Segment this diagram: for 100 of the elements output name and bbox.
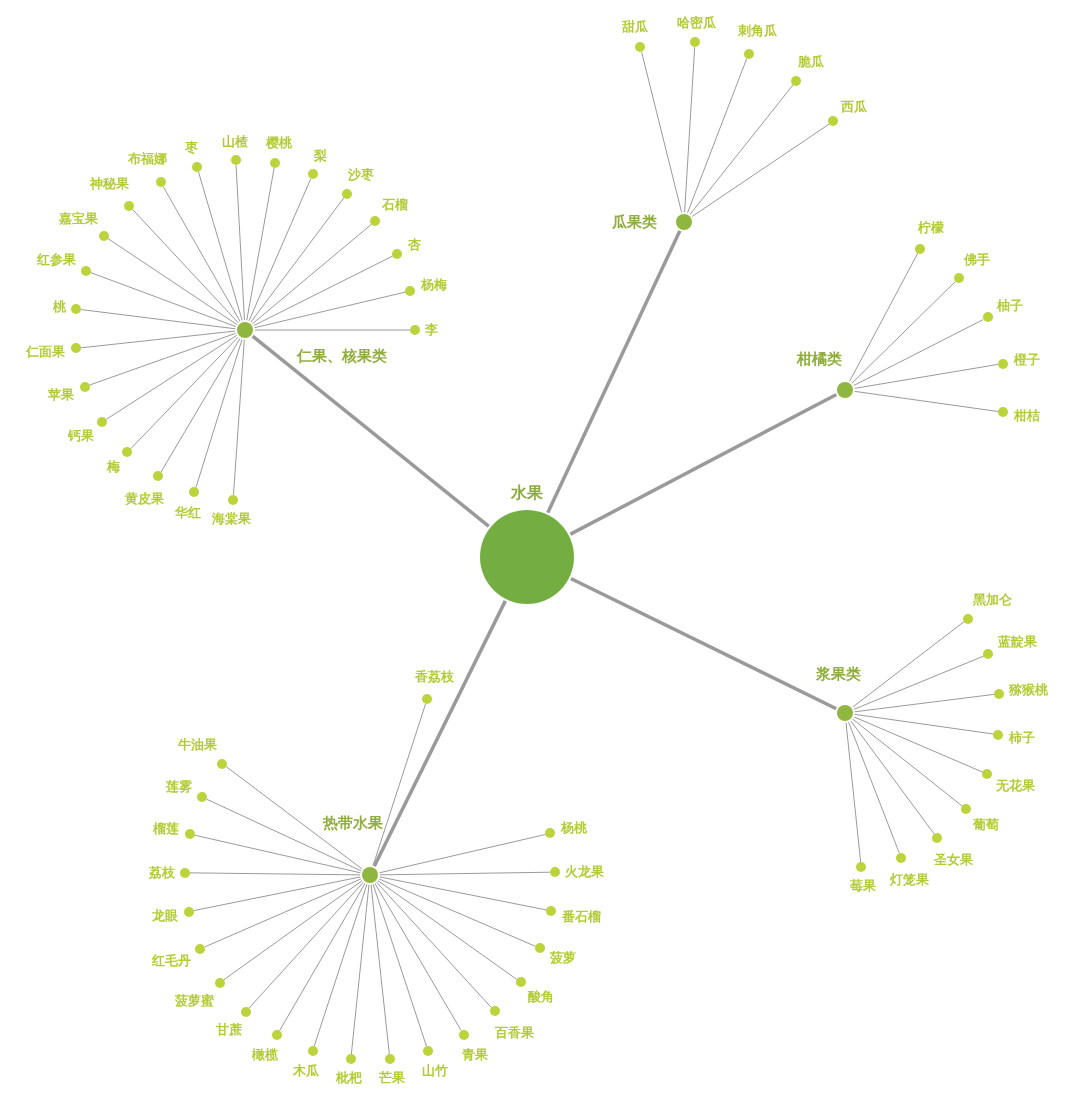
node-label: 葡萄 bbox=[973, 816, 1000, 833]
connector-line bbox=[89, 272, 238, 328]
connector-line bbox=[684, 46, 696, 215]
node-label: 布福娜 bbox=[128, 151, 168, 167]
node-label: 佛手 bbox=[963, 252, 990, 268]
connector-line bbox=[373, 881, 462, 1031]
connector-line bbox=[160, 336, 242, 473]
connector-line bbox=[107, 237, 239, 327]
node-label: 甘蔗 bbox=[216, 1022, 242, 1038]
connector-line bbox=[852, 363, 999, 390]
node-label: 柠檬 bbox=[918, 220, 944, 236]
connector-line bbox=[197, 171, 244, 323]
node-label: 杏 bbox=[407, 237, 421, 253]
node-label: 沙枣 bbox=[348, 166, 375, 183]
connector-line bbox=[377, 876, 548, 911]
connector-line bbox=[690, 123, 830, 219]
connector-line bbox=[279, 881, 367, 1032]
node-label: 菠萝蜜 bbox=[175, 992, 215, 1009]
node-label: 酸角 bbox=[528, 988, 555, 1005]
node-label: 黑加仑 bbox=[972, 592, 1012, 608]
node-label: 杨桃 bbox=[561, 819, 588, 836]
connector-line bbox=[249, 197, 345, 325]
connector-line bbox=[852, 693, 995, 713]
node-label: 芒果 bbox=[378, 1070, 405, 1086]
node-label: 榴莲 bbox=[152, 820, 179, 837]
connector-line bbox=[545, 228, 683, 516]
node-label: 水果 bbox=[511, 483, 543, 503]
node-label: 瓜果类 bbox=[611, 213, 657, 231]
node-label: 莓果 bbox=[850, 878, 877, 894]
connector-line bbox=[852, 713, 994, 735]
connector-line bbox=[245, 167, 275, 323]
connector-line bbox=[377, 871, 551, 876]
connector-line bbox=[641, 51, 683, 215]
node-label: 红参果 bbox=[37, 251, 77, 268]
node-label: 西瓜 bbox=[841, 99, 868, 115]
node-label: 华红 bbox=[175, 504, 202, 521]
node-label: 百香果 bbox=[495, 1024, 535, 1041]
node-label: 柚子 bbox=[997, 297, 1023, 314]
connector-line bbox=[850, 621, 965, 709]
node-label: 梨 bbox=[314, 147, 328, 164]
node-label: 黄皮果 bbox=[125, 491, 165, 507]
node-label: 香荔枝 bbox=[414, 668, 454, 685]
connector-line bbox=[371, 598, 508, 869]
connector-line bbox=[105, 333, 239, 420]
connector-line bbox=[252, 329, 411, 331]
connector-line bbox=[88, 332, 238, 386]
node-label: 甜瓜 bbox=[622, 19, 649, 35]
node-label: 神秘果 bbox=[89, 176, 129, 192]
connector-line bbox=[371, 703, 427, 868]
connector-line bbox=[850, 280, 957, 385]
node-label: 苹果 bbox=[48, 387, 75, 403]
node-label: 牛油果 bbox=[178, 737, 218, 753]
connector-line bbox=[225, 766, 365, 871]
node-label: 莲雾 bbox=[166, 778, 193, 795]
node-label: 海棠果 bbox=[212, 510, 252, 527]
connector-line bbox=[688, 84, 794, 217]
node-label: 龙眼 bbox=[151, 908, 178, 925]
node-label: 灯笼果 bbox=[890, 872, 930, 888]
connector-line bbox=[851, 319, 984, 387]
connector-line bbox=[849, 718, 935, 835]
connector-line bbox=[250, 333, 492, 529]
connector-line bbox=[350, 882, 370, 1055]
connector-line bbox=[845, 720, 862, 863]
connector-line bbox=[377, 834, 546, 874]
node-label: 山竹 bbox=[421, 1063, 448, 1079]
node-label: 枇杷 bbox=[335, 1070, 362, 1086]
node-label: 樱桃 bbox=[265, 134, 292, 151]
node-label: 猕猴桃 bbox=[1009, 682, 1049, 698]
node-label: 青果 bbox=[462, 1046, 489, 1063]
connector-line bbox=[567, 392, 839, 537]
node-label: 红毛丹 bbox=[152, 953, 192, 969]
connector-line bbox=[193, 834, 363, 874]
connector-line bbox=[852, 390, 999, 413]
node-label: 柑橘类 bbox=[796, 350, 842, 369]
connector-line bbox=[80, 309, 238, 330]
node-label: 哈密瓜 bbox=[676, 15, 716, 31]
connector-line bbox=[162, 186, 242, 324]
node-label: 浆果类 bbox=[815, 664, 861, 683]
node-label: 李 bbox=[425, 322, 438, 338]
connector-line bbox=[370, 882, 390, 1055]
connector-line bbox=[568, 576, 839, 712]
connector-line bbox=[189, 872, 363, 876]
connector-line bbox=[252, 291, 407, 329]
connector-line bbox=[235, 164, 246, 323]
node-label: 橄榄 bbox=[252, 1047, 279, 1063]
connector-line bbox=[247, 178, 312, 324]
connector-line bbox=[195, 337, 244, 489]
node-label: 梅 bbox=[106, 459, 120, 475]
node-label: 橙子 bbox=[1013, 351, 1040, 368]
connector-line bbox=[850, 717, 963, 807]
node-label: 热带水果 bbox=[323, 813, 383, 832]
node-label: 嘉宝果 bbox=[58, 210, 98, 227]
connector-line bbox=[233, 337, 245, 496]
connector-line bbox=[376, 879, 518, 980]
node-label: 刺角瓜 bbox=[737, 23, 777, 39]
node-label: 杨梅 bbox=[421, 277, 448, 293]
connector-line bbox=[250, 223, 373, 326]
node-label: 荔枝 bbox=[148, 864, 175, 881]
node-label: 山楂 bbox=[221, 133, 248, 150]
connector-line bbox=[313, 882, 368, 1047]
